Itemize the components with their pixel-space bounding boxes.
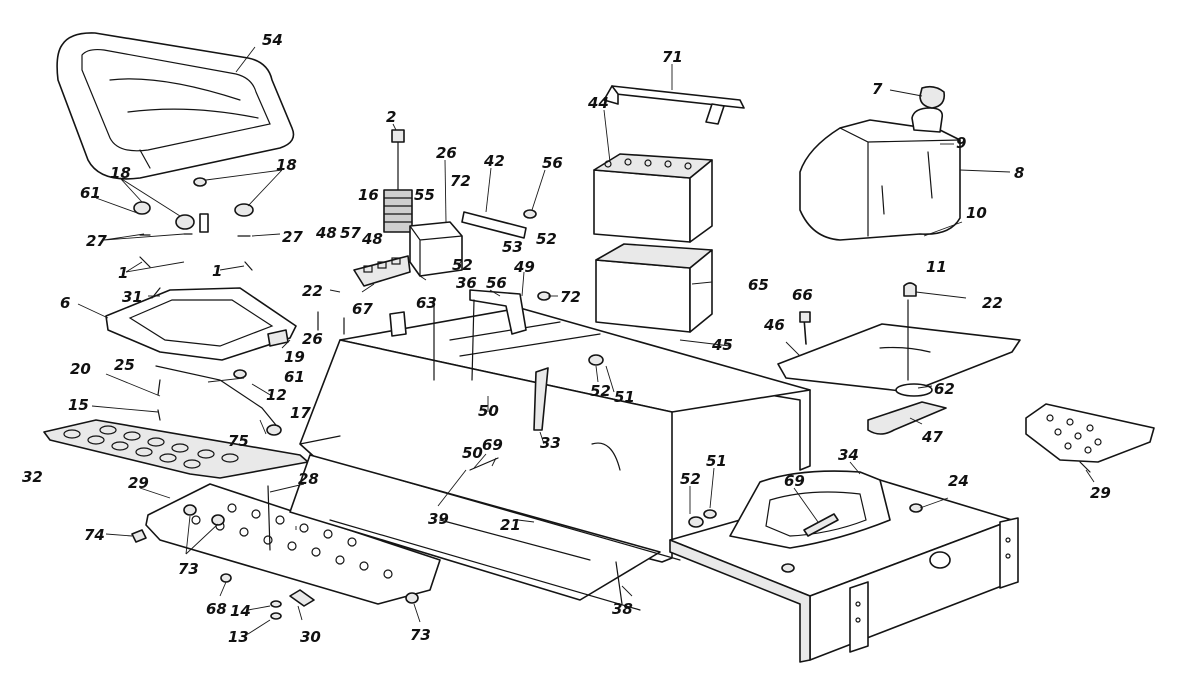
seat-hardware: [133, 177, 254, 271]
callout-8: 8: [1014, 164, 1024, 182]
callout-52-lower: 52: [680, 470, 701, 488]
callout-27-left: 27: [86, 232, 107, 250]
callout-19: 19: [284, 348, 305, 366]
battery-holddown: [603, 85, 745, 125]
callout-57: 57: [340, 224, 361, 242]
callout-44: 44: [587, 94, 609, 112]
callout-labels: 54 2 26 42 56 71 44 7 9 8 10 11 18 18 61…: [22, 31, 1111, 646]
callout-13: 13: [228, 628, 249, 646]
callout-51-center: 51: [614, 388, 635, 406]
callout-32: 32: [22, 468, 43, 486]
callout-12: 12: [266, 386, 287, 404]
center-stack: [353, 129, 604, 431]
callout-36: 36: [456, 274, 477, 292]
callout-1-right: 1: [212, 262, 222, 280]
callout-56-lower: 56: [486, 274, 507, 292]
callout-49: 49: [513, 258, 535, 276]
callout-63: 63: [416, 294, 437, 312]
callout-14: 14: [230, 602, 251, 620]
callout-66: 66: [792, 286, 813, 304]
callout-21: 21: [500, 516, 521, 534]
callout-33: 33: [540, 434, 561, 452]
callout-28: 28: [298, 470, 319, 488]
callout-22-left: 22: [302, 282, 323, 300]
callout-16: 16: [358, 186, 379, 204]
callout-55: 55: [414, 186, 435, 204]
callout-71: 71: [662, 48, 683, 66]
callout-34: 34: [838, 446, 859, 464]
callout-52-upper: 52: [452, 256, 473, 274]
callout-52-right: 52: [536, 230, 557, 248]
callout-51-lower: 51: [706, 452, 727, 470]
callout-48-right: 48: [361, 230, 383, 248]
callout-38: 38: [612, 600, 633, 618]
footrest-right: [1025, 403, 1155, 473]
callout-15: 15: [68, 396, 89, 414]
callout-45: 45: [711, 336, 733, 354]
callout-74: 74: [84, 526, 105, 544]
callout-72-lower: 72: [560, 288, 581, 306]
callout-69-left: 69: [482, 436, 503, 454]
callout-42: 42: [483, 152, 505, 170]
right-panel: [777, 282, 1021, 435]
seat: [56, 32, 295, 180]
callout-20: 20: [70, 360, 91, 378]
callout-24: 24: [948, 472, 969, 490]
battery: [593, 153, 713, 243]
callout-62: 62: [934, 380, 955, 398]
callout-50-lower: 50: [462, 444, 483, 462]
callout-9: 9: [956, 134, 966, 152]
callout-17: 17: [290, 404, 311, 422]
callout-61-upper: 61: [80, 184, 101, 202]
callout-26-lower: 26: [302, 330, 323, 348]
seat-pan: [105, 287, 297, 436]
callout-48-left: 48: [315, 224, 337, 242]
callout-61-lower: 61: [284, 368, 305, 386]
callout-11: 11: [926, 258, 947, 276]
callout-73-left: 73: [178, 560, 199, 578]
callout-18-right: 18: [276, 156, 297, 174]
callout-7: 7: [872, 80, 883, 98]
callout-1-left: 1: [118, 264, 128, 282]
callout-72-upper: 72: [450, 172, 471, 190]
callout-39: 39: [428, 510, 449, 528]
fasteners: [131, 311, 717, 620]
callout-18-left: 18: [110, 164, 131, 182]
callout-30: 30: [300, 628, 321, 646]
callout-69-right: 69: [784, 472, 805, 490]
callout-73-lower: 73: [410, 626, 431, 644]
callout-26: 26: [436, 144, 457, 162]
callout-10: 10: [966, 204, 987, 222]
callout-75: 75: [228, 432, 249, 450]
floor-mat: [43, 419, 309, 479]
callout-68: 68: [206, 600, 227, 618]
fuel-tank: [799, 85, 961, 241]
callout-25: 25: [114, 356, 135, 374]
callout-56: 56: [542, 154, 563, 172]
callout-29-right: 29: [1090, 484, 1111, 502]
battery-tray: [595, 243, 713, 333]
callout-22-right: 22: [982, 294, 1003, 312]
main-frame: [289, 307, 1019, 663]
callout-54: 54: [262, 31, 283, 49]
callout-65: 65: [748, 276, 769, 294]
callout-50-upper: 50: [478, 402, 499, 420]
callout-29-left: 29: [128, 474, 149, 492]
callout-6: 6: [60, 294, 70, 312]
callout-46: 46: [763, 316, 785, 334]
callout-52-center: 52: [590, 382, 611, 400]
callout-31: 31: [122, 288, 143, 306]
callout-53: 53: [502, 238, 523, 256]
callout-27-right: 27: [282, 228, 303, 246]
leader-lines: [77, 46, 1095, 635]
callout-67: 67: [352, 300, 373, 318]
callout-2: 2: [386, 108, 396, 126]
callout-47: 47: [921, 428, 943, 446]
